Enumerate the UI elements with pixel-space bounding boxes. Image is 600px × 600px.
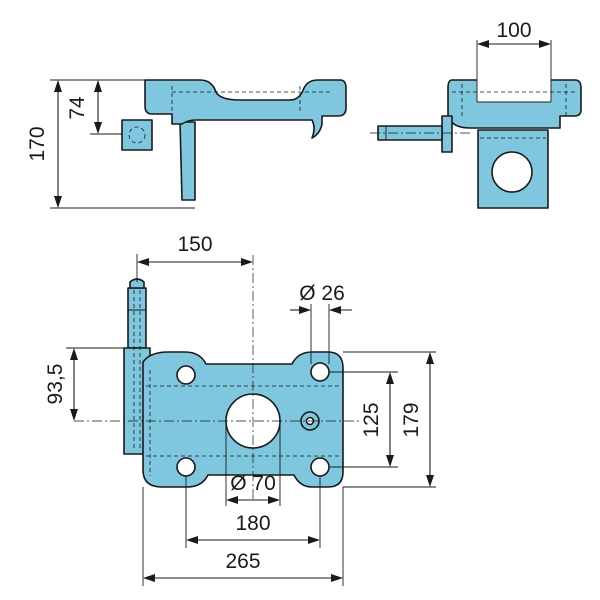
dim-center-offset: 93,5 [44, 364, 67, 405]
dim-inner-hole-spacing: 125 [360, 402, 383, 437]
side-view-leg [179, 121, 196, 201]
top-view-bolt-hole-bottom-left [176, 457, 196, 477]
dim-flange-height: 74 [66, 96, 89, 120]
dim-inner-width: 180 [235, 512, 270, 535]
top-view-bolt-hole-top-right [310, 362, 330, 382]
dim-opening-width: 100 [496, 19, 531, 42]
dim-center-bore: Ø 70 [230, 472, 276, 495]
side-view-body [144, 79, 347, 139]
side-view-pin-head [121, 119, 153, 151]
front-view: 100 [370, 19, 582, 209]
dim-hole-diameter: Ø 26 [299, 282, 345, 305]
dim-total-height: 179 [400, 402, 423, 437]
top-view-pin-upper [127, 287, 147, 349]
dim-pin-offset: 150 [177, 233, 212, 256]
front-view-bore [491, 151, 533, 193]
dim-overall-height: 170 [26, 126, 49, 161]
front-view-opening [477, 62, 551, 102]
side-view-pin-hole [128, 126, 146, 144]
side-view: 170 74 [26, 79, 347, 209]
top-view-bolt-hole-top-left [176, 365, 196, 385]
front-view-shaft-large [441, 115, 453, 153]
dim-total-width: 265 [225, 550, 260, 573]
top-view-bolt-hole-bottom-right [310, 457, 330, 477]
top-view: 150 Ø 26 93,5 125 179 Ø 70 [44, 233, 436, 586]
